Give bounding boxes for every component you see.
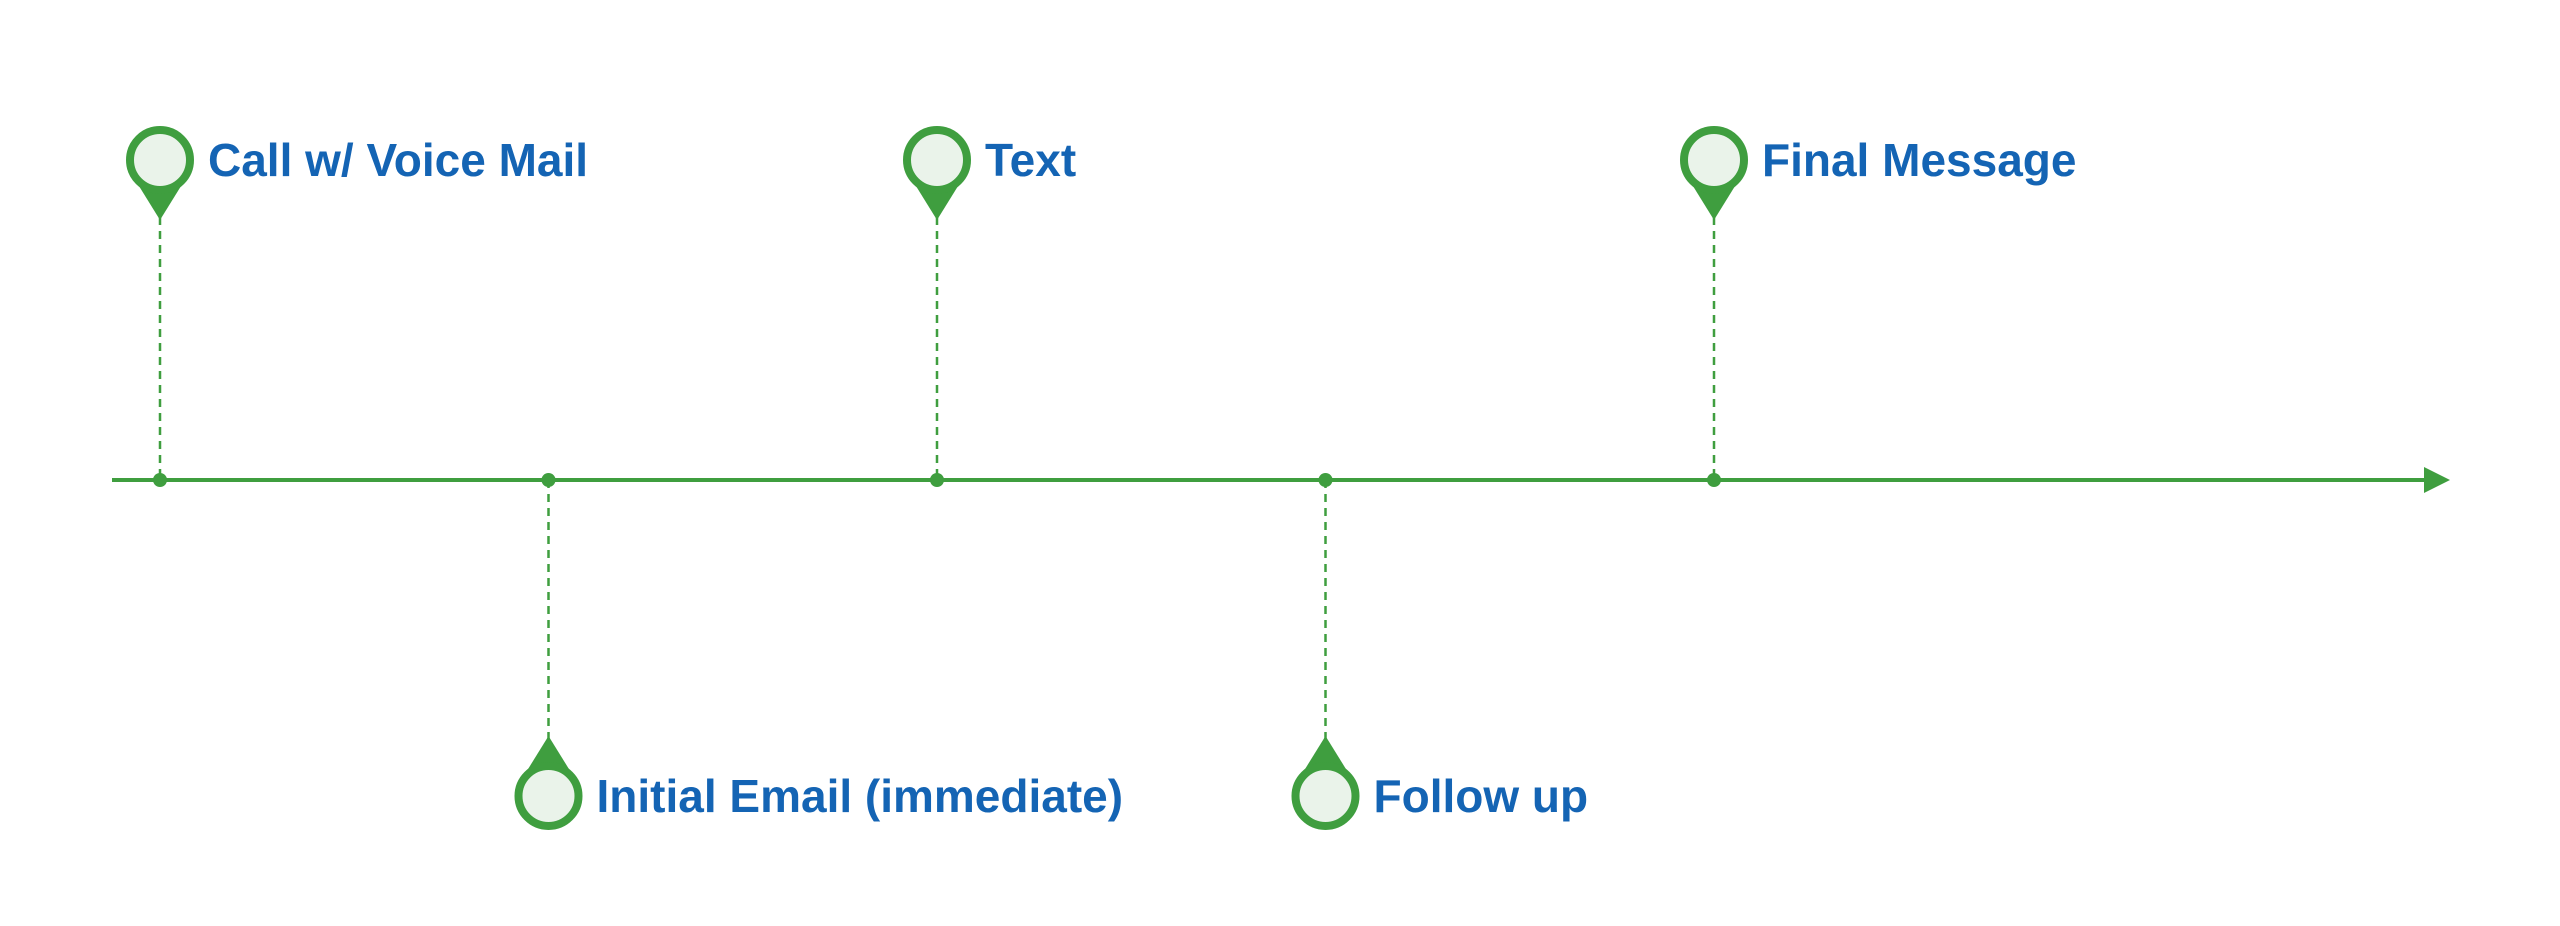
axis-dot (1318, 473, 1333, 487)
event-label: Text (985, 134, 1076, 186)
axis-dot (153, 473, 167, 487)
location-pin-icon (1680, 126, 1748, 194)
location-pin-icon (514, 762, 583, 830)
axis-dot (930, 473, 944, 487)
timeline-event: Call w/ Voice Mail (126, 126, 588, 487)
location-pin-icon (903, 126, 971, 194)
timeline-event: Text (903, 126, 1076, 487)
timeline-arrowhead (2424, 467, 2450, 493)
timeline-event: Final Message (1680, 126, 2076, 487)
axis-dot (541, 473, 556, 487)
event-label: Initial Email (immediate) (597, 770, 1124, 822)
axis-dot (1707, 473, 1721, 487)
event-label: Call w/ Voice Mail (208, 134, 588, 186)
timeline-event: Follow up (1291, 473, 1589, 830)
location-pin-icon (1291, 762, 1360, 830)
timeline-event: Initial Email (immediate) (514, 473, 1124, 830)
event-label: Follow up (1374, 770, 1589, 822)
event-label: Final Message (1762, 134, 2076, 186)
location-pin-icon (126, 126, 194, 194)
